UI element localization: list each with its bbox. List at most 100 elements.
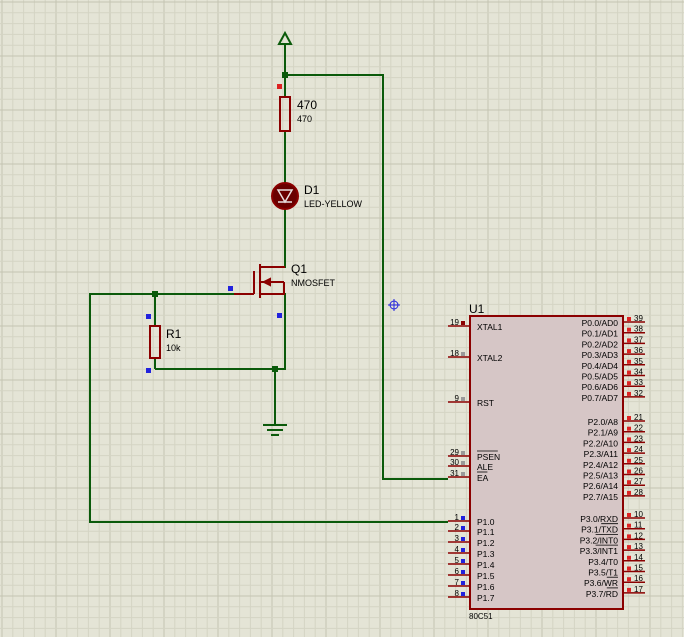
led-d1[interactable]: D1 LED-YELLOW xyxy=(271,182,363,210)
wire-gate-p1-0[interactable] xyxy=(89,293,448,523)
pin-name: P1.7 xyxy=(477,593,495,603)
pin-marker-red xyxy=(277,84,282,89)
pin-number: 11 xyxy=(634,521,643,530)
pin-marker xyxy=(461,537,465,541)
pin-name: P2.5/A13 xyxy=(583,471,618,481)
pin-number: 21 xyxy=(634,413,643,422)
pin-name: P2.1/A9 xyxy=(588,428,619,438)
resistor-body xyxy=(279,96,291,132)
power-terminal[interactable] xyxy=(277,30,293,45)
pin-name: P0.2/AD2 xyxy=(582,339,619,349)
mosfet-q1[interactable]: Q1 NMOSFET xyxy=(234,262,336,298)
pin-marker xyxy=(461,592,465,596)
pin-name: P3.7/RD xyxy=(586,589,618,599)
pin-number: 4 xyxy=(455,545,460,554)
led-arrow-icon xyxy=(276,189,294,204)
pin-marker xyxy=(627,577,631,582)
pin-name: P3.0/RXD xyxy=(580,514,618,524)
chip-pin[interactable]: 8 P1.7 xyxy=(448,589,495,603)
chip-pin[interactable]: 37 P0.2/AD2 xyxy=(582,335,645,349)
pin-name: P1.4 xyxy=(477,560,495,570)
pin-number: 37 xyxy=(634,335,643,344)
pin-marker xyxy=(627,381,631,386)
pin-marker xyxy=(627,327,631,332)
pin-number: 35 xyxy=(634,357,643,366)
pin-name: P3.4/T0 xyxy=(588,557,618,567)
pin-name: P2.2/A10 xyxy=(583,438,618,448)
chip-ref: U1 xyxy=(469,302,485,316)
resistor-470[interactable]: 470 470 xyxy=(277,84,317,132)
pin-number: 14 xyxy=(634,553,643,562)
led-ref: D1 xyxy=(304,183,320,197)
pin-marker xyxy=(627,370,631,375)
pin-number: 2 xyxy=(455,523,460,532)
pin-name: RST xyxy=(477,398,494,408)
crosshair-icon xyxy=(388,299,400,311)
chip-pin[interactable]: 10 P3.0/RXD xyxy=(580,510,645,524)
pin-name: P1.2 xyxy=(477,538,495,548)
chip-pin[interactable]: 4 P1.3 xyxy=(448,545,495,559)
pin-name: P1.3 xyxy=(477,549,495,559)
chip-pin[interactable]: 14 P3.4/T0 xyxy=(588,553,645,567)
resistor-body xyxy=(149,325,161,359)
pin-marker xyxy=(461,548,465,552)
resistor-r1[interactable]: R1 10k xyxy=(146,314,182,373)
pin-marker-blue xyxy=(228,286,233,291)
pin-number: 10 xyxy=(634,510,643,519)
pin-marker xyxy=(461,581,465,585)
pin-marker xyxy=(627,523,631,528)
mosfet-ref: Q1 xyxy=(291,262,307,276)
pin-marker xyxy=(461,451,465,455)
pin-marker xyxy=(627,391,631,396)
pin-marker xyxy=(627,317,631,321)
pin-marker xyxy=(627,480,631,485)
pin-marker xyxy=(627,426,631,431)
junctions xyxy=(152,72,288,372)
resistor-470-value: 470 xyxy=(297,114,312,124)
pin-marker xyxy=(627,437,631,442)
wire-vcc-to-ea[interactable] xyxy=(285,74,448,480)
pin-marker xyxy=(461,472,465,476)
ground-symbol[interactable] xyxy=(263,424,287,436)
pin-number: 8 xyxy=(455,589,460,598)
